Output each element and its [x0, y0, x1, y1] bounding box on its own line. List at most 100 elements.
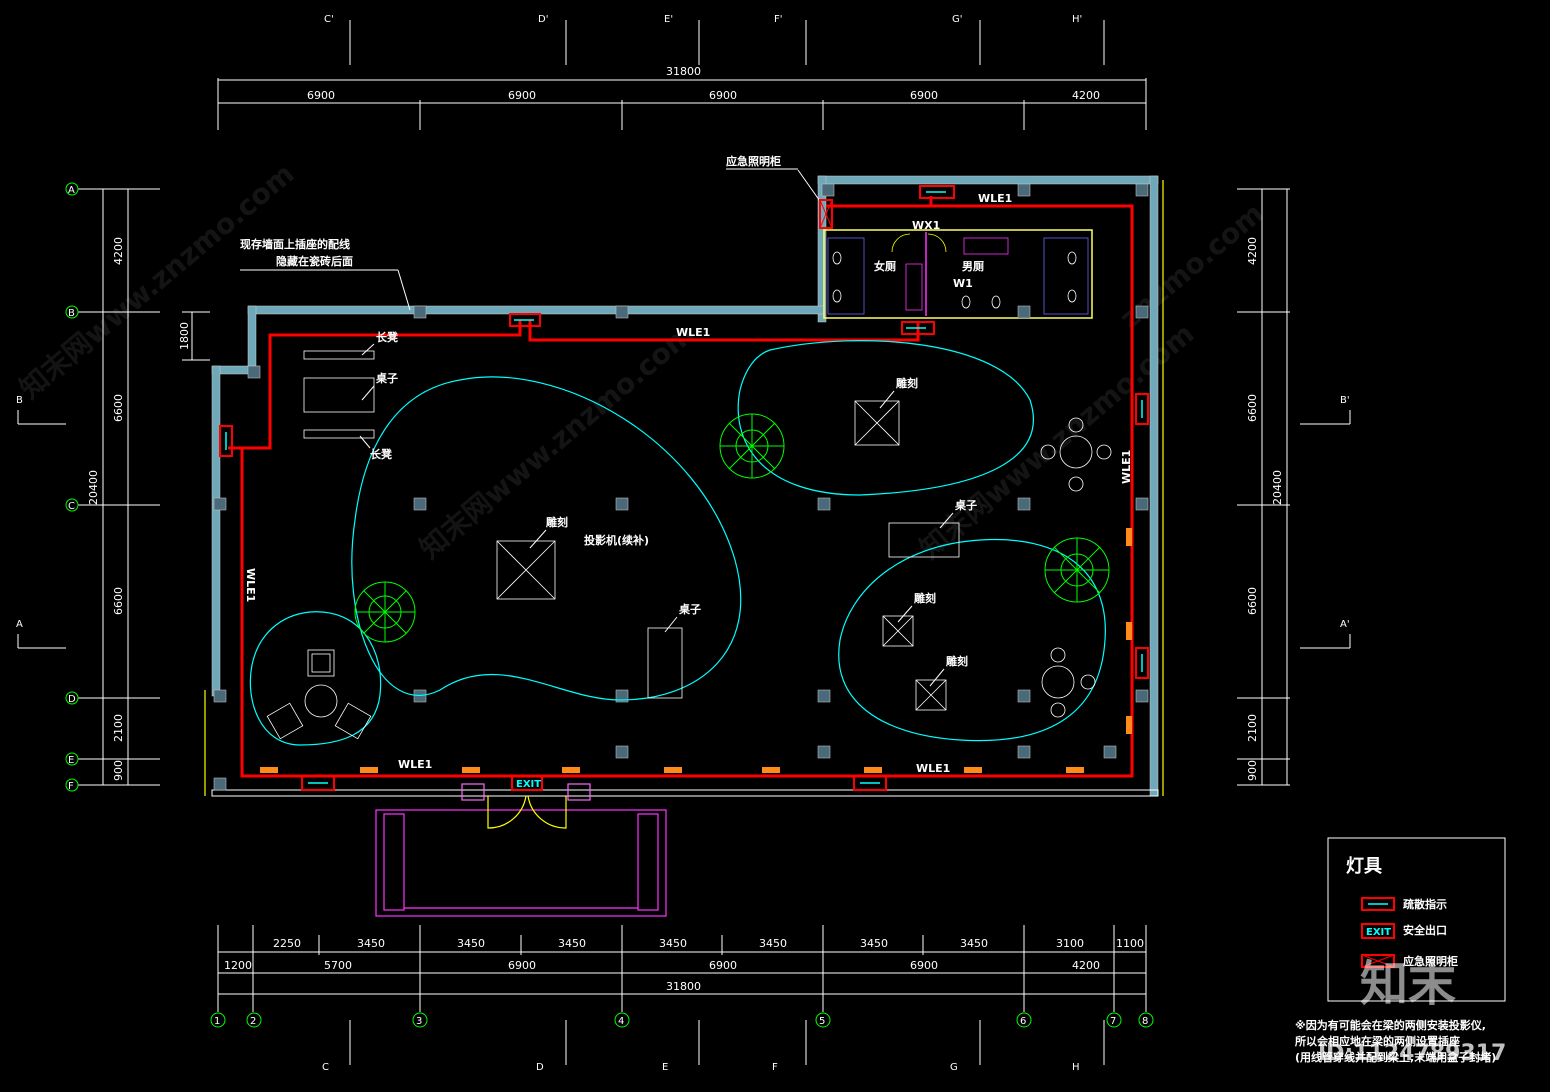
wle1-label-bottom-right: WLE1 [916, 762, 950, 775]
left-dim-2: 6600 [112, 394, 125, 422]
bench-label-2: 长凳 [370, 447, 393, 461]
left-dim-5: 900 [112, 760, 125, 781]
col-axis-7: 7 [1110, 1016, 1116, 1027]
wall-note-2: 隐藏在瓷砖后面 [276, 254, 353, 268]
sculpture-label-2: 雕刻 [896, 376, 918, 390]
emergency-cabinet-callout: 应急照明柜 [726, 154, 781, 168]
note-line-3: (用线管穿线并配到梁上,末端用盒子封堵) [1295, 1050, 1496, 1064]
col-axis-8: 8 [1142, 1016, 1148, 1027]
top-dim-4: 6900 [910, 89, 938, 102]
bottom-axis-e: E [662, 1062, 668, 1073]
bottom-axis-d: D [536, 1062, 544, 1073]
bottom-dim-total: 31800 [666, 980, 701, 993]
bottom-dim-r1-10: 1100 [1116, 937, 1144, 950]
top-dim-1: 6900 [307, 89, 335, 102]
bottom-dim-r2-1: 1200 [224, 959, 252, 972]
wle1-label-bottom-left: WLE1 [398, 758, 432, 771]
entrance-vestibule: EXIT [375, 775, 667, 917]
restroom-fixtures [827, 233, 1089, 315]
wle1-label-top: WLE1 [676, 326, 710, 339]
bottom-dim-r1-6: 3450 [759, 937, 787, 950]
legend-exit-sign: EXIT [1366, 927, 1391, 938]
left-axis-f: F [68, 781, 74, 792]
right-side-a: A' [1340, 619, 1350, 630]
table-label-2: 桌子 [678, 602, 701, 616]
top-axis-g: G' [952, 14, 963, 25]
bottom-dim-r2-3: 6900 [508, 959, 536, 972]
wx1-label: WX1 [912, 219, 940, 232]
w1-label: W1 [953, 277, 973, 290]
bottom-dim-r1-1: 2250 [273, 937, 301, 950]
left-dim-1: 4200 [112, 237, 125, 265]
sculpture-label-3: 雕刻 [914, 591, 936, 605]
female-restroom-label: 女厕 [874, 259, 896, 273]
note-line-2: 所以会相应地在梁的两侧设置插座 [1295, 1034, 1460, 1048]
table-label-1: 桌子 [375, 371, 398, 385]
bench-label-1: 长凳 [376, 330, 399, 344]
left-dim-3: 6600 [112, 587, 125, 615]
left-axis-d: D [68, 694, 76, 705]
left-dim-step: 1800 [178, 322, 191, 350]
wle1-label-left: WLE1 [244, 568, 257, 602]
bottom-dim-r1-2: 3450 [357, 937, 385, 950]
top-dim-total: 31800 [666, 65, 701, 78]
legend-title: 灯具 [1346, 856, 1382, 877]
brand-watermark: 知末 ID:1124789317 [1318, 956, 1506, 1066]
wiring-wle1 [219, 185, 1149, 791]
legend-item-evacuation: 疏散指示 [1403, 897, 1447, 911]
col-axis-1: 1 [214, 1016, 220, 1027]
right-dim-3: 6600 [1246, 587, 1259, 615]
sculpture-4 [915, 679, 947, 711]
left-axis-e: E [68, 755, 74, 766]
bottom-axis-c: C [322, 1062, 329, 1073]
top-dimension-lines: 31800 6900 6900 6900 6900 4200 [217, 65, 1147, 130]
left-axis-b: B [68, 308, 75, 319]
furniture [266, 350, 1112, 740]
bottom-dim-r1-9: 3100 [1056, 937, 1084, 950]
col-axis-4: 4 [618, 1016, 624, 1027]
exit-sign-text: EXIT [516, 779, 541, 790]
right-dim-5: 900 [1246, 760, 1259, 781]
col-axis-6: 6 [1020, 1016, 1026, 1027]
bottom-dim-r2-6: 4200 [1072, 959, 1100, 972]
brand-logo-text: 知末 [1360, 956, 1456, 1012]
exhibition-zones [249, 340, 1106, 746]
wle1-label-right: WLE1 [1120, 450, 1133, 484]
top-axis-markers: C' D' E' F' G' H' [324, 14, 1105, 65]
bottom-axis-h: H [1072, 1062, 1080, 1073]
left-axis-c: C [68, 501, 75, 512]
right-dim-4: 2100 [1246, 714, 1259, 742]
left-side-b: B [16, 395, 23, 406]
col-axis-2: 2 [250, 1016, 256, 1027]
left-dim-total: 20400 [87, 470, 100, 505]
right-dim-1: 4200 [1246, 237, 1259, 265]
col-axis-5: 5 [819, 1016, 825, 1027]
left-side-a: A [16, 619, 23, 630]
bottom-axis-f: F [772, 1062, 778, 1073]
right-side-b: B' [1340, 395, 1350, 406]
round-table-set-2 [1041, 647, 1096, 718]
sculpture-label-1: 雕刻 [546, 515, 568, 529]
right-dim-2: 6600 [1246, 394, 1259, 422]
right-dimension-lines: 4200 6600 6600 2100 900 20400 B' A' [1237, 188, 1351, 786]
legend: 灯具 疏散指示 EXIT 安全出口 应急照明柜 [1327, 837, 1506, 1002]
left-axis-a: A [68, 185, 75, 196]
bottom-dim-r1-4: 3450 [558, 937, 586, 950]
right-dim-total: 20400 [1271, 470, 1284, 505]
round-table-set-1 [1040, 417, 1112, 492]
column-axis-markers: 1 2 3 4 5 6 7 8 [210, 1012, 1154, 1028]
col-axis-3: 3 [416, 1016, 422, 1027]
projector-label: 投影机(续补) [584, 533, 649, 547]
left-dim-4: 2100 [112, 714, 125, 742]
plants [354, 413, 1110, 643]
bottom-dim-r2-2: 5700 [324, 959, 352, 972]
note-line-1: ※因为有可能会在梁的两侧安装投影仪, [1295, 1018, 1486, 1032]
image-id-text: ID:1124789317 [1318, 1041, 1506, 1066]
top-axis-c: C' [324, 14, 334, 25]
walls [204, 169, 1164, 797]
bottom-dim-r2-4: 6900 [709, 959, 737, 972]
bottom-dim-r1-5: 3450 [659, 937, 687, 950]
top-dim-5: 4200 [1072, 89, 1100, 102]
top-axis-d: D' [538, 14, 548, 25]
